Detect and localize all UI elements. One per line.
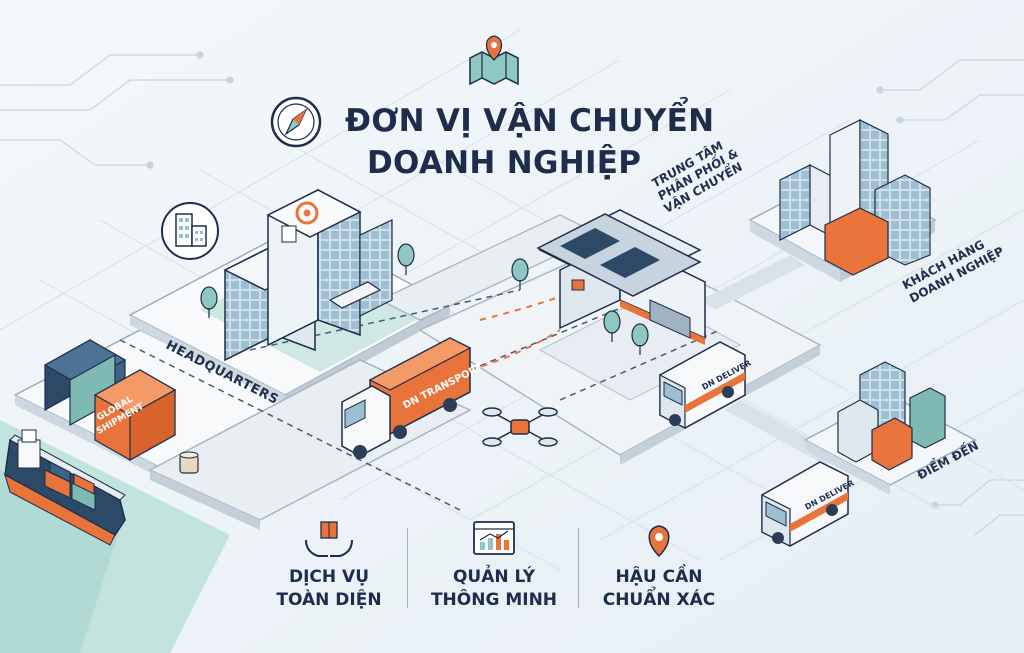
page-title: ĐƠN VỊ VẬN CHUYỂN DOANH NGHIỆP <box>345 100 714 184</box>
title-line-2: DOANH NGHIỆP <box>367 145 642 181</box>
feature-divider-2 <box>578 528 579 608</box>
delivery-drone <box>482 407 558 447</box>
destination-buildings <box>803 361 977 495</box>
shipping-containers: GLOBAL SHIPMENT <box>43 338 177 462</box>
hands-box-icon <box>305 521 353 557</box>
title-line-1: ĐƠN VỊ VẬN CHUYỂN <box>345 103 715 139</box>
delivery-van-2: DN DELIVER <box>761 461 855 547</box>
circuit-decoration <box>0 51 1024 536</box>
distribution-warehouse <box>536 209 706 345</box>
office-building-icon <box>161 202 219 260</box>
location-pin-icon <box>648 525 670 558</box>
feature-2-line-2: THÔNG MINH <box>430 590 558 610</box>
feature-smart-management: QUẢN LÝ THÔNG MINH <box>429 566 559 612</box>
feature-1-line-1: DỊCH VỤ <box>288 567 370 587</box>
feature-3-line-1: HẬU CẦN <box>615 567 703 587</box>
feature-precise-logistics: HẬU CẦN CHUẨN XÁC <box>594 566 724 612</box>
delivery-van-1: DN DELIVER <box>659 341 752 429</box>
business-customer-buildings <box>748 119 937 282</box>
feature-2-line-1: QUẢN LÝ <box>452 567 536 587</box>
feature-comprehensive-service: DỊCH VỤ TOÀN DIỆN <box>264 566 394 612</box>
feature-3-line-2: CHUẨN XÁC <box>602 590 716 610</box>
map-pin-icon <box>469 35 519 86</box>
cargo-ship <box>4 429 126 546</box>
barrel <box>179 451 199 474</box>
trees <box>200 243 649 355</box>
feature-1-line-2: TOÀN DIỆN <box>276 590 382 610</box>
headquarters-building <box>223 188 393 362</box>
analytics-chart-icon <box>473 521 515 555</box>
feature-divider-1 <box>407 528 408 608</box>
compass-icon <box>270 96 322 148</box>
